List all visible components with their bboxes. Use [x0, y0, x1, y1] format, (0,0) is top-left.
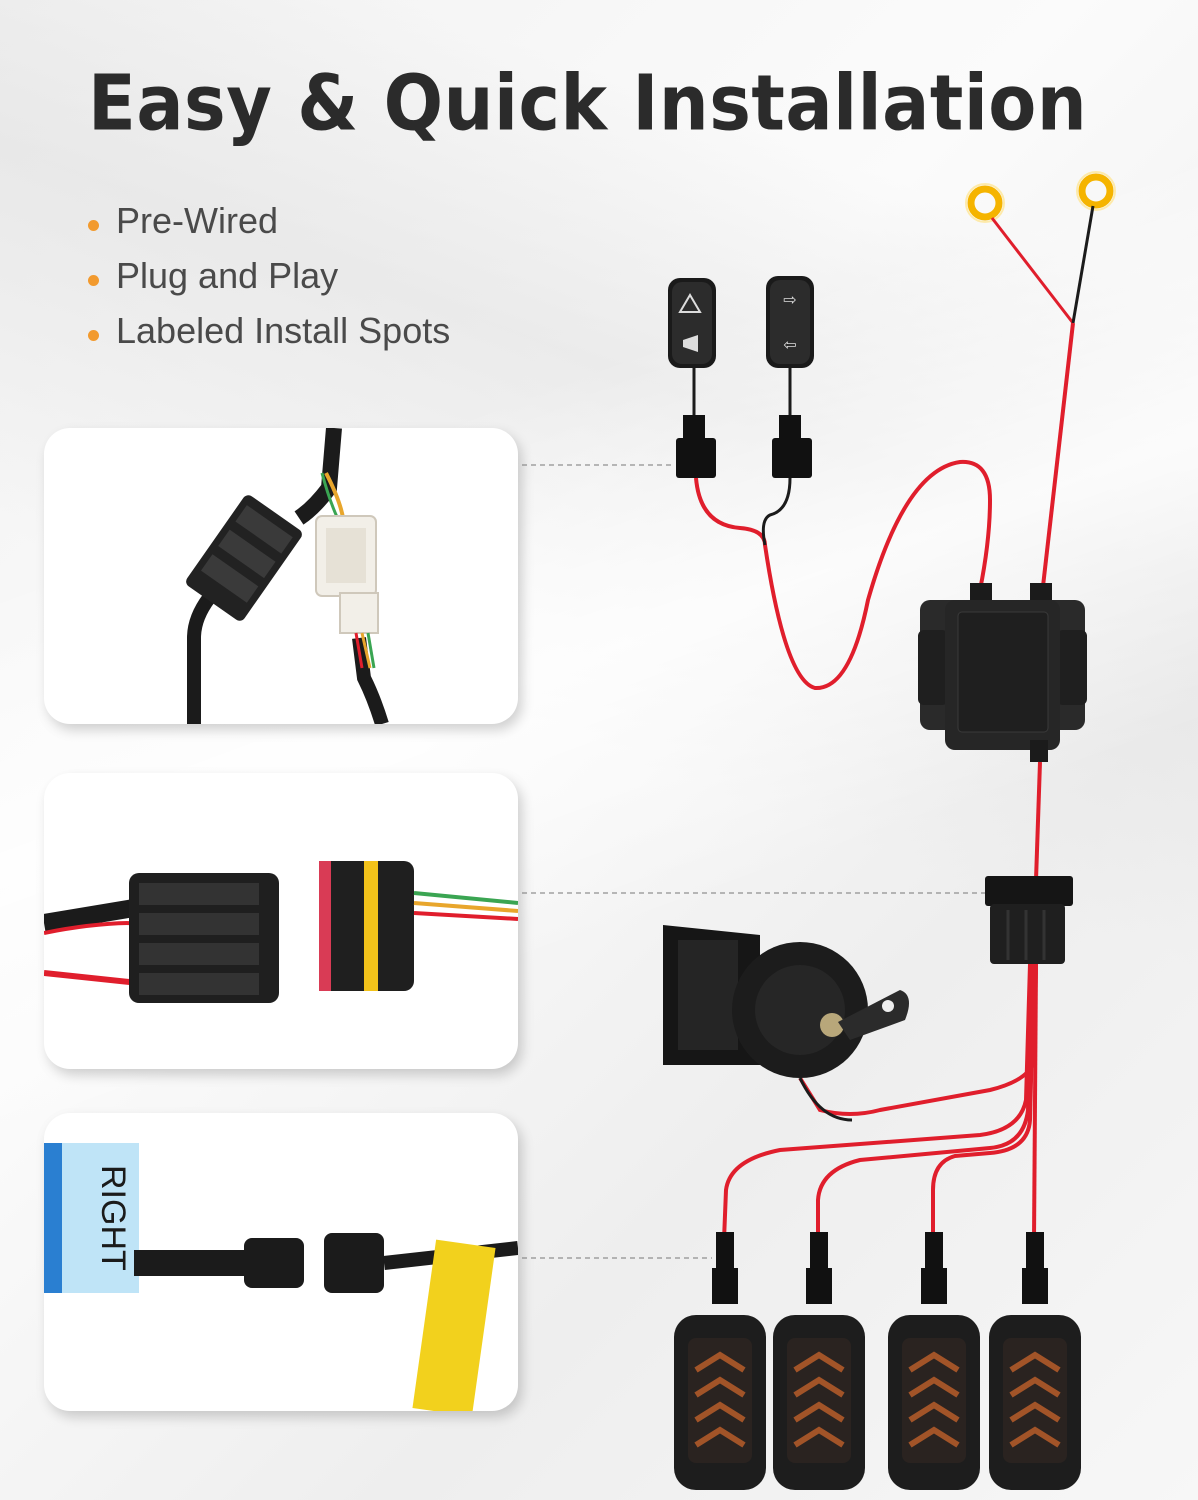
- switch-connector: [676, 415, 716, 478]
- control-module-box: [918, 583, 1087, 762]
- ring-terminal-icon: [965, 183, 1005, 223]
- connector-detail-panel-switch: [44, 428, 518, 724]
- feature-item: Pre-Wired: [88, 193, 450, 248]
- page-title: Easy & Quick Installation: [88, 58, 1088, 149]
- horn-icon: [683, 335, 698, 352]
- ring-terminal-icon: [1076, 171, 1116, 211]
- right-arrow-icon: ⇨: [783, 290, 796, 309]
- light-pod: [989, 1232, 1081, 1490]
- right-tag-label: RIGHT: [94, 1165, 132, 1271]
- bullet-icon: [88, 330, 99, 341]
- inline-power-connector: [985, 876, 1073, 964]
- feature-label: Pre-Wired: [116, 199, 279, 241]
- hazard-triangle-icon: [678, 293, 702, 313]
- connector-detail-panel-power: [44, 773, 518, 1069]
- feature-label: Plug and Play: [116, 254, 339, 296]
- left-arrow-icon: ⇦: [783, 335, 796, 354]
- labeled-plug-image: RIGHT: [44, 1143, 518, 1411]
- feature-item: Plug and Play: [88, 248, 450, 303]
- light-pod: [773, 1232, 865, 1490]
- weatherproof-connector-image: [44, 861, 518, 1003]
- turn-signal-rocker-switch: ⇨ ⇦: [766, 276, 814, 368]
- feature-label: Labeled Install Spots: [116, 309, 451, 351]
- light-pod: [888, 1232, 980, 1490]
- connector-detail-panel-light: RIGHT: [44, 1113, 518, 1411]
- feature-list: Pre-Wired Plug and Play Labeled Install …: [88, 193, 450, 358]
- bullet-icon: [88, 275, 99, 286]
- switch-connector: [772, 415, 812, 478]
- bullet-icon: [88, 220, 99, 231]
- feature-item: Labeled Install Spots: [88, 303, 450, 358]
- light-pod: [674, 1232, 766, 1490]
- hazard-horn-rocker-switch: [668, 278, 716, 368]
- horn-image: [663, 925, 909, 1078]
- multi-pin-connector-image: [186, 428, 389, 724]
